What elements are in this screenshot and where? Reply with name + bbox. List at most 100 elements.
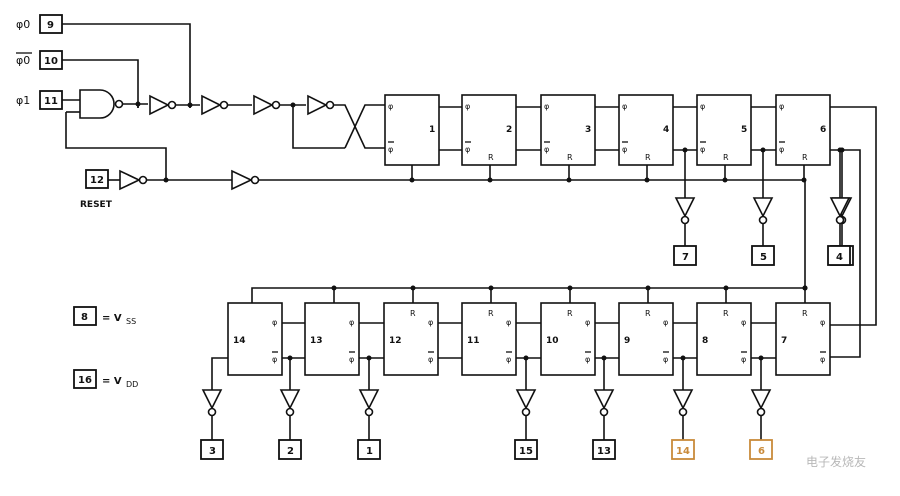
output-pin-2-label: 2 — [287, 446, 294, 457]
stage-4-phi: φ — [622, 102, 627, 111]
buffer-chain — [149, 94, 385, 149]
stage-8-phi: φ — [741, 318, 746, 327]
stage-9-number: 9 — [624, 336, 630, 346]
output-pin-3-label: 3 — [209, 446, 216, 457]
output-5: 5 — [751, 147, 775, 266]
stage-5-phi-bar: φ — [700, 145, 705, 154]
pin-16-label: 16 — [78, 375, 92, 386]
stage-4-number: 4 — [663, 125, 669, 135]
stage-13-number: 13 — [310, 336, 323, 346]
stage-14-number: 14 — [233, 336, 246, 346]
stage-7-number: 7 — [781, 336, 787, 346]
stage-4: φ φ 4R — [618, 94, 697, 183]
stage-11-phi: φ — [506, 318, 511, 327]
stage-1: φ φ 1 — [384, 94, 462, 183]
input-phi0-bar: φ0 10 — [16, 50, 139, 108]
stage-10-phi-bar: φ — [585, 355, 590, 364]
pin-8-label: 8 — [81, 312, 88, 323]
pin-9-label: 9 — [47, 20, 54, 31]
stage-9-phi: φ — [663, 318, 668, 327]
vdd-text: = V — [102, 376, 122, 387]
output-6: 6 — [749, 355, 773, 460]
stage-1-phi-bar: φ — [388, 145, 393, 154]
stage-7-reset-label: R — [802, 309, 808, 318]
stage-12: φ φ 12 R — [359, 285, 439, 376]
stage-4-phi-bar: φ — [622, 145, 627, 154]
top-stage-row: φφ1φφ2Rφφ3Rφφ4R7φφ5R5φφ6R44 — [384, 94, 877, 358]
output-pin-1-label: 1 — [366, 446, 373, 457]
output-7: 7 — [673, 147, 697, 266]
stage-3-phi-bar: φ — [544, 145, 549, 154]
output-pin-13-label: 13 — [597, 446, 611, 457]
input-phi1: φ1 11 — [16, 90, 80, 110]
legend-vdd: 16 = V DD — [73, 369, 138, 389]
output-pin-14-label: 14 — [676, 446, 690, 457]
vdd-sub: DD — [126, 380, 138, 389]
pin-16-box — [73, 369, 97, 389]
stage-7: φ φ 7 R — [751, 285, 831, 376]
stage-12-phi-bar: φ — [428, 355, 433, 364]
legend-vss: 8 = V SS — [73, 306, 136, 326]
stage-11-reset-label: R — [488, 309, 494, 318]
stage-12-phi: φ — [428, 318, 433, 327]
stage-9-phi-bar: φ — [663, 355, 668, 364]
stage-12-reset-label: R — [410, 309, 416, 318]
stage-7-phi: φ — [820, 318, 825, 327]
stage-9-reset-label: R — [645, 309, 651, 318]
stage-7-phi-bar: φ — [820, 355, 825, 364]
phi1-label: φ1 — [16, 94, 30, 107]
phi0-label: φ0 — [16, 18, 30, 31]
pin-12-box — [85, 169, 109, 189]
vss-text: = V — [102, 313, 122, 324]
stage-13: φ φ 13 — [282, 285, 360, 376]
stage-12-number: 12 — [389, 336, 402, 346]
stage-10-phi: φ — [585, 318, 590, 327]
stage-13-phi: φ — [349, 318, 354, 327]
output-14: 14 — [671, 355, 695, 460]
output-1: 1 — [357, 355, 381, 460]
stage-13-phi-bar: φ — [349, 355, 354, 364]
stage-8-phi-bar: φ — [741, 355, 746, 364]
stage-2-phi-bar: φ — [465, 145, 470, 154]
reset-label: RESET — [80, 200, 113, 210]
stage-5-reset-label: R — [723, 153, 729, 162]
nand-gate — [65, 89, 167, 180]
output-pin-15-label: 15 — [519, 446, 533, 457]
stage-10-reset-label: R — [567, 309, 573, 318]
stage-14-phi: φ — [272, 318, 277, 327]
stage-3-reset-label: R — [567, 153, 573, 162]
stage-8-reset-label: R — [723, 309, 729, 318]
stage-1-phi: φ — [388, 102, 393, 111]
output-pin-5-label: 5 — [760, 252, 767, 263]
output-2: 2 — [278, 355, 302, 460]
stage-9: φ φ 9 R — [595, 285, 674, 376]
stage-6-phi-bar: φ — [779, 145, 784, 154]
stage-6-reset-label: R — [802, 153, 808, 162]
watermark-text: 电子发烧友 — [806, 454, 866, 469]
pin-11-label: 11 — [44, 96, 58, 107]
stage-6-number: 6 — [820, 125, 826, 135]
stage-1-number: 1 — [429, 125, 435, 135]
stage-5-number: 5 — [741, 125, 747, 135]
stage-2-number: 2 — [506, 125, 512, 135]
stage-2-phi: φ — [465, 102, 470, 111]
input-phi0: φ0 9 — [16, 14, 191, 108]
output-pin-7-label: 7 — [682, 252, 689, 263]
stage-14: φ φ 14 — [227, 302, 283, 376]
stage-6-phi: φ — [779, 102, 784, 111]
stage-4-reset-label: R — [645, 153, 651, 162]
pin-12-label: 12 — [90, 175, 104, 186]
output-3: 3 — [200, 357, 228, 460]
pin-10-label: 10 — [44, 56, 58, 67]
stage-11-number: 11 — [467, 336, 480, 346]
stage-14-phi-bar: φ — [272, 355, 277, 364]
output-pin-6-label: 6 — [758, 446, 765, 457]
output-pin-4-label: 4 — [836, 252, 843, 263]
output-13: 13 — [592, 355, 616, 460]
